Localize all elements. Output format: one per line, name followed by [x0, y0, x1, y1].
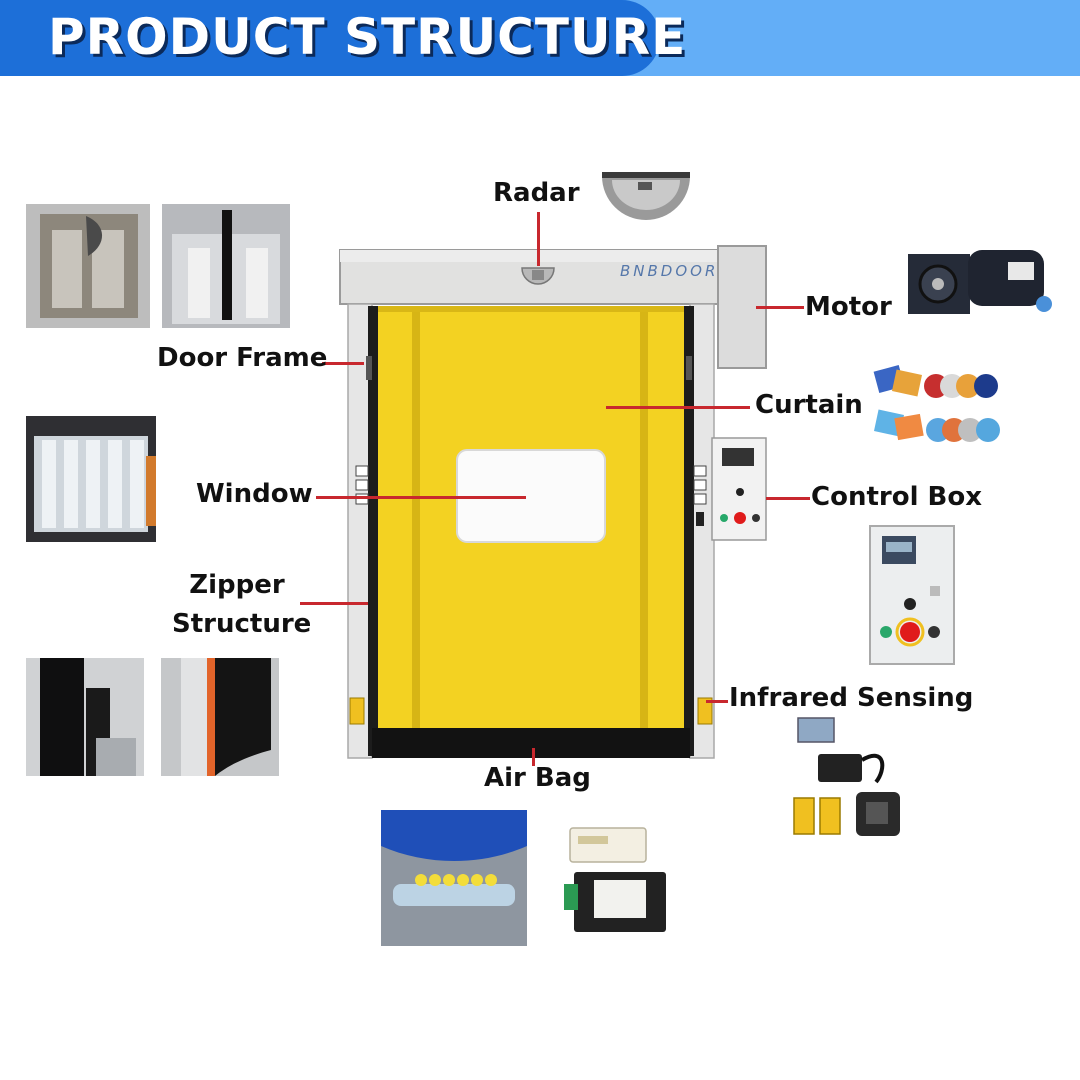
radar-leader	[537, 212, 540, 266]
door-frame-leader	[322, 362, 364, 365]
curtain-swatches-photo	[873, 365, 1000, 442]
infrared-leader	[706, 700, 728, 703]
page-title: PRODUCT STRUCTURE	[48, 8, 687, 66]
motor-leader	[756, 306, 804, 309]
brand-logo: BNBDOOR	[620, 262, 719, 280]
label-infrared-sensing: Infrared Sensing	[729, 683, 974, 713]
label-air-bag: Air Bag	[484, 763, 591, 793]
control-box-photo	[869, 525, 955, 665]
window-photo	[26, 416, 156, 542]
header-banner-accent	[0, 0, 660, 76]
left-buttons-icon	[355, 465, 369, 505]
zipper-photo-2	[161, 658, 279, 776]
air-bag-controller-photo	[564, 827, 666, 932]
label-zipper-structure: Zipper Structure	[172, 570, 312, 640]
window-leader	[316, 496, 526, 499]
door-frame-photo-2	[162, 204, 290, 328]
label-window: Window	[196, 479, 313, 509]
control-box-leader	[766, 497, 810, 500]
radar-icon	[521, 267, 555, 285]
radar-photo	[602, 172, 690, 220]
label-door-frame: Door Frame	[157, 343, 328, 373]
label-motor: Motor	[805, 292, 892, 322]
label-zipper-line2: Structure	[172, 609, 312, 640]
motor-photo	[908, 250, 1052, 314]
zipper-leader	[300, 602, 368, 605]
label-radar: Radar	[493, 178, 580, 208]
label-control-box: Control Box	[811, 482, 982, 512]
curtain-leader	[606, 406, 750, 409]
control-box-icon	[711, 437, 767, 541]
air-bag-photo	[381, 810, 527, 946]
infrared-sensing-photo	[793, 717, 900, 836]
label-zipper-line1: Zipper	[189, 570, 285, 600]
right-buttons-icon	[693, 465, 707, 526]
air-bag-leader	[532, 748, 535, 766]
zipper-photo-1	[26, 658, 144, 776]
door-frame-photo-1	[26, 204, 150, 328]
label-curtain: Curtain	[755, 390, 863, 420]
